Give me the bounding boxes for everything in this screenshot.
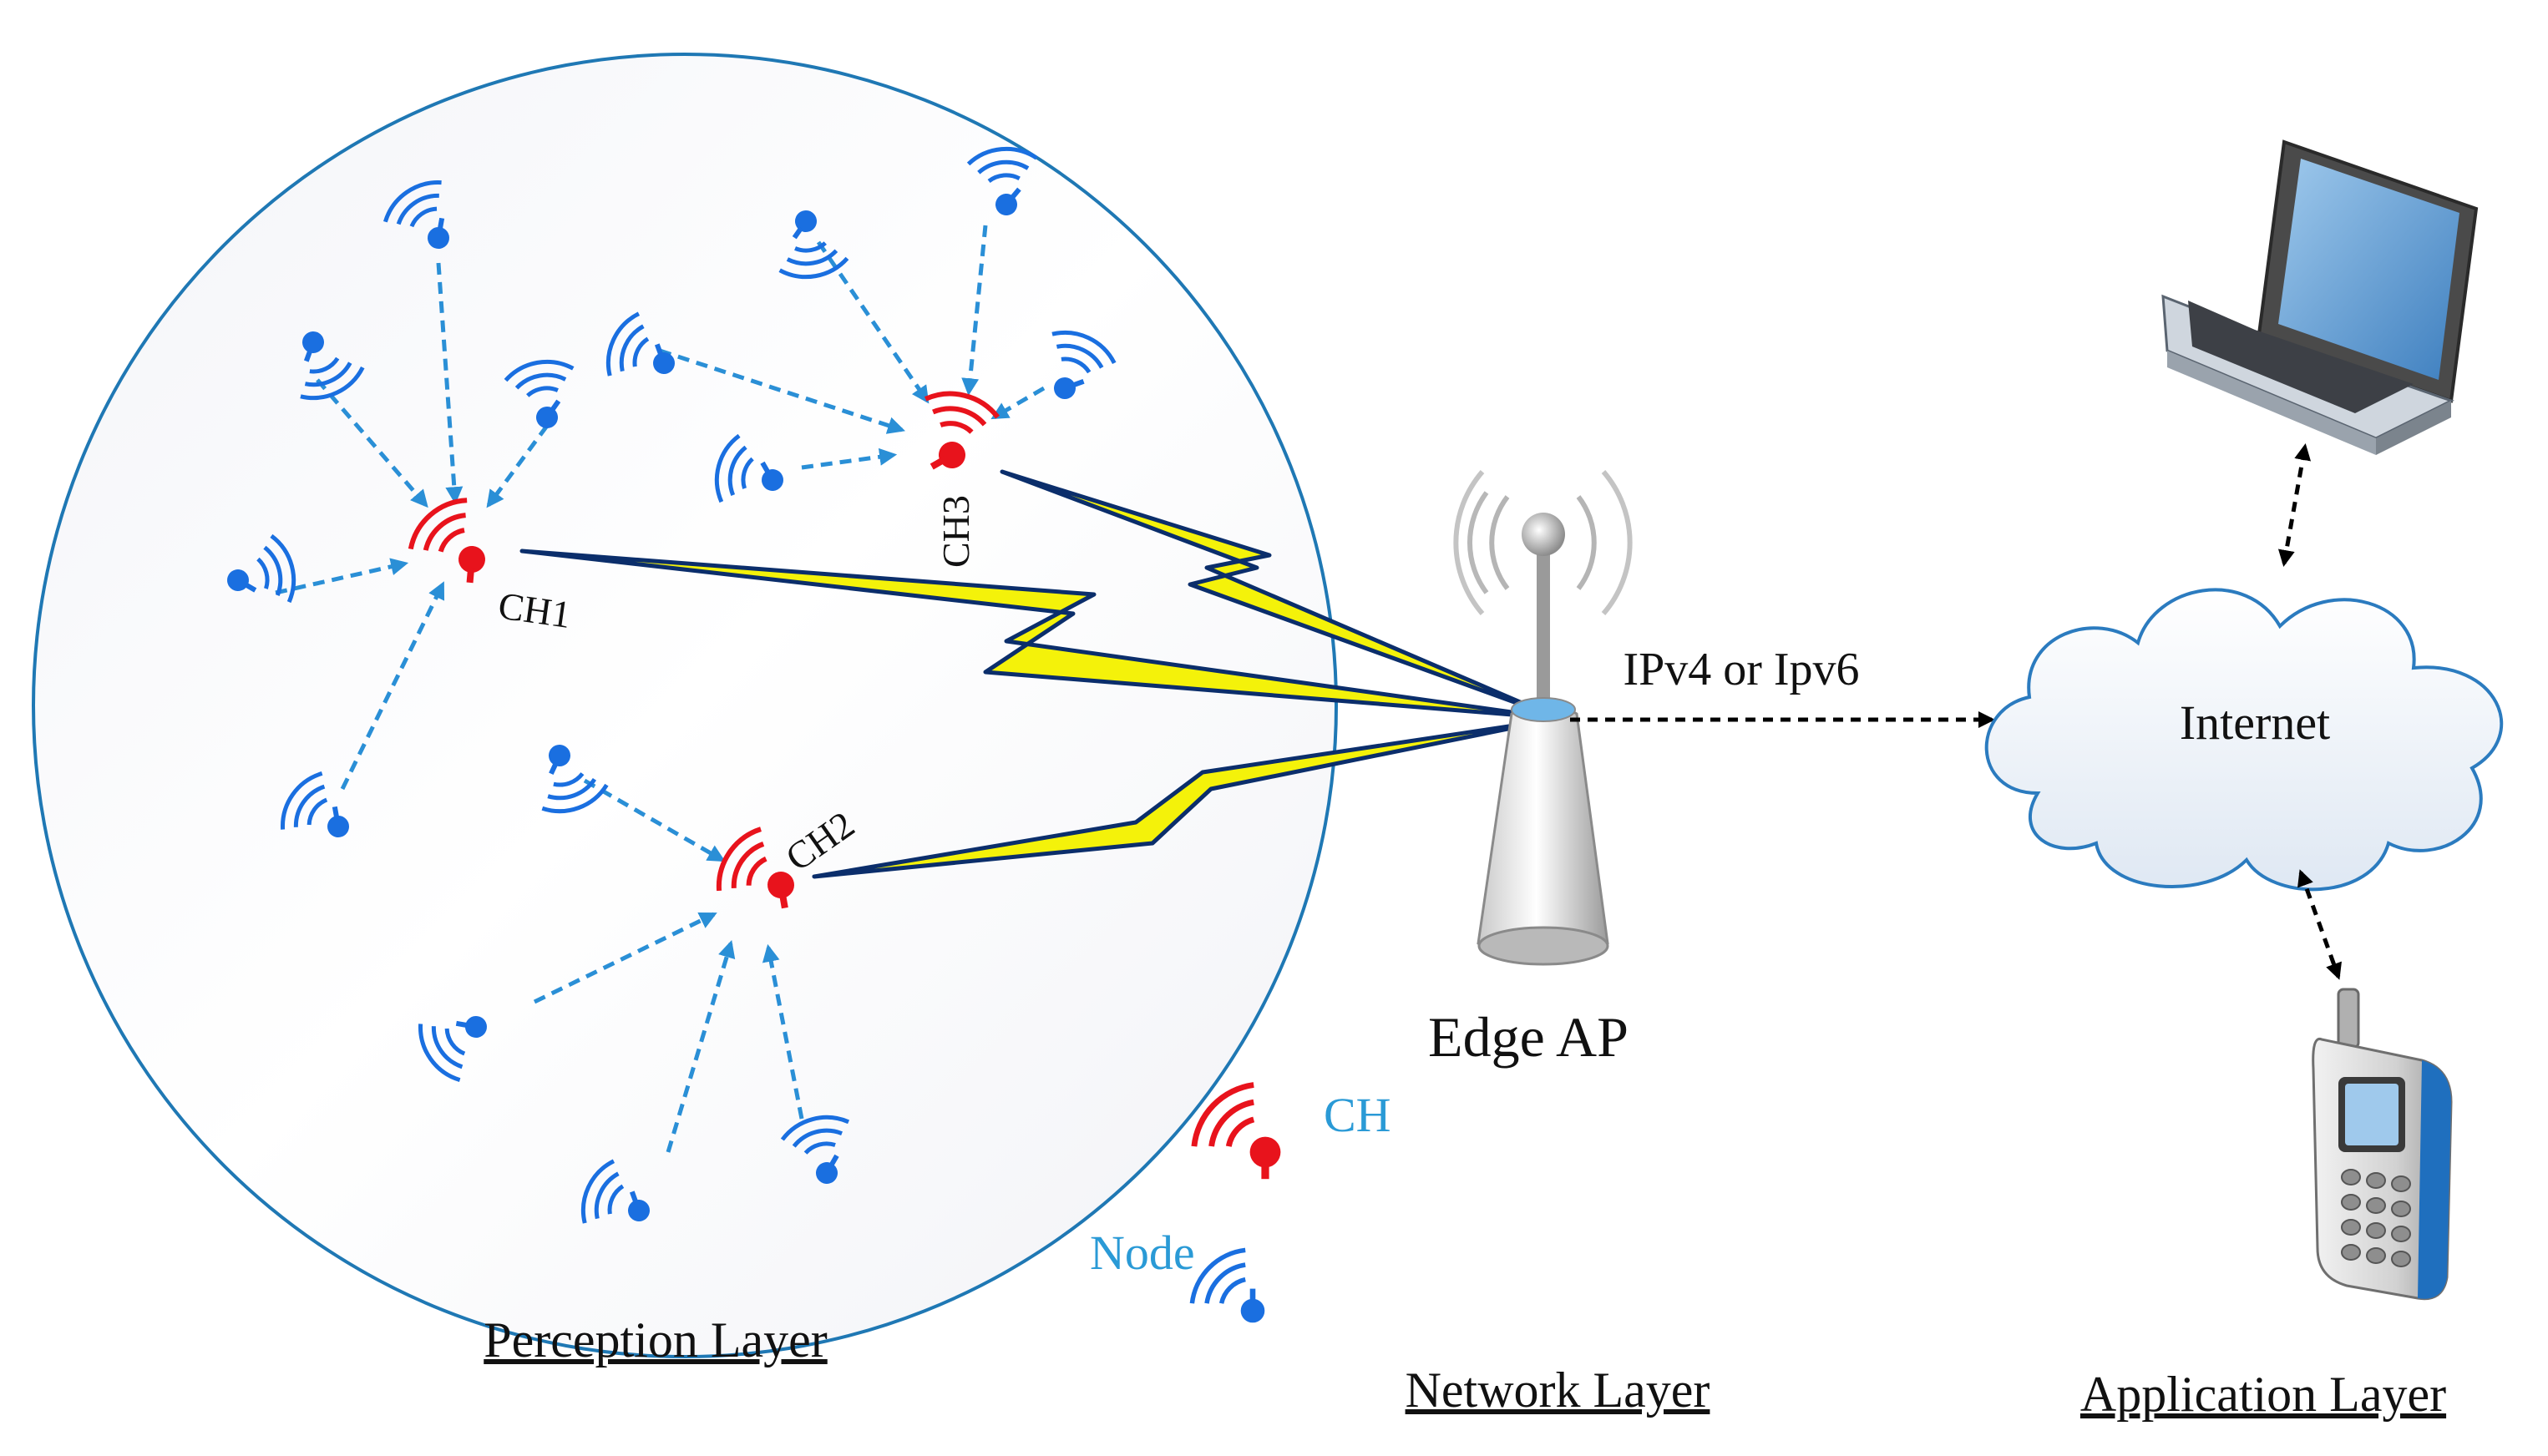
ch3-label: CH3 [935, 495, 977, 568]
ch1-label: CH1 [496, 584, 574, 636]
node-to-ch-links [275, 225, 1046, 1153]
protocol-label: IPv4 or Ipv6 [1623, 644, 1859, 695]
legend: CH Node [1090, 1085, 1391, 1323]
mobile-phone-icon [2312, 988, 2453, 1301]
internet-phone-link [2297, 869, 2342, 980]
internet-label: Internet [2180, 695, 2330, 750]
legend-node-label: Node [1090, 1226, 1195, 1280]
edge-ap-label: Edge AP [1428, 1005, 1629, 1069]
application-layer-title: Application Layer [2080, 1367, 2446, 1422]
legend-node-icon [1192, 1250, 1264, 1322]
legend-ch-icon [1194, 1085, 1281, 1180]
perception-layer-boundary [32, 53, 1338, 1358]
internet-laptop-link [2277, 443, 2312, 567]
laptop-icon [2161, 139, 2479, 455]
access-point-icon [1453, 470, 1633, 966]
perception-layer-title: Perception Layer [484, 1312, 827, 1368]
network-layer-title: Network Layer [1406, 1362, 1710, 1418]
cloud-icon [1984, 588, 2504, 892]
legend-ch-label: CH [1324, 1088, 1391, 1142]
